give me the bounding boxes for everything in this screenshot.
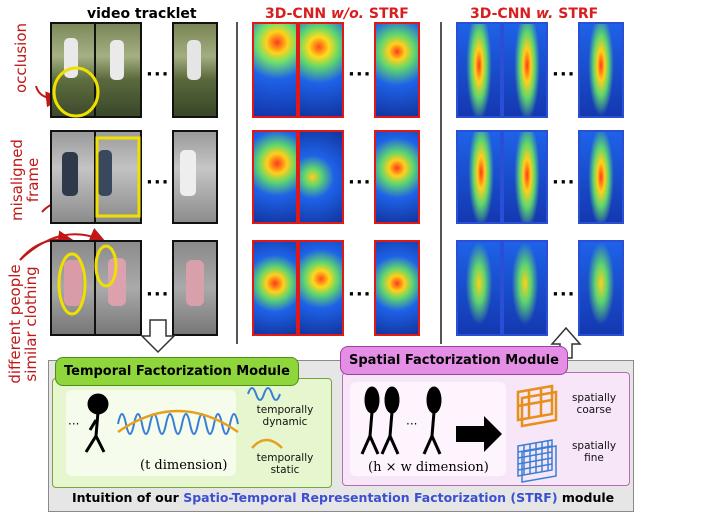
header-3dcnn-with-strf: 3D-CNN w. STRF — [470, 6, 598, 22]
footer-highlight: Spatio-Temporal Representation Factoriza… — [183, 490, 558, 505]
heatmap-wo-row3-3 — [374, 240, 420, 336]
heatmap-w-row1-2 — [502, 22, 548, 118]
stick-figure-icon — [84, 393, 109, 453]
ellipsis-row1-wo: ··· — [348, 64, 372, 85]
video-frame-row2-2 — [94, 130, 142, 224]
heatmap-w-row2-3 — [578, 130, 624, 224]
legend-dynamic-label: temporally dynamic — [250, 404, 320, 428]
video-frame-row2-1 — [50, 130, 96, 224]
footer-suffix: module — [557, 490, 615, 505]
ellipsis-row2-wo: ··· — [348, 172, 372, 193]
spatially-fine-label: spatially fine — [566, 440, 622, 464]
footer-prefix: Intuition of our — [72, 490, 184, 505]
legend-static-line2: static — [270, 464, 300, 476]
heatmap-wo-row3-2 — [298, 240, 344, 336]
ellipsis-row3-wo: ··· — [348, 284, 372, 305]
ellipsis-row1-w: ··· — [552, 64, 576, 85]
temporal-dots: ··· — [68, 417, 80, 431]
legend-dynamic-line1: temporally — [256, 404, 314, 416]
clothing-ellipse-1 — [57, 252, 87, 316]
spatial-dots: ··· — [406, 417, 418, 431]
occlusion-ellipse — [52, 66, 100, 118]
header-w-suffix: STRF — [553, 6, 599, 22]
heatmap-wo-row3-1 — [252, 240, 298, 336]
legend-static-curve-icon — [251, 438, 283, 449]
heatmap-w-row3-1 — [456, 240, 502, 336]
up-arrow-spatial — [550, 326, 582, 359]
spatially-coarse-label: spatially coarse — [566, 392, 622, 416]
header-3dcnn-without-strf: 3D-CNN w/o. STRF — [265, 6, 409, 22]
video-frame-row3-3 — [172, 240, 218, 336]
ellipsis-row3-video: ··· — [146, 284, 170, 305]
heatmap-wo-row1-1 — [252, 22, 298, 118]
coarse-grid-icon — [516, 384, 558, 428]
fine-line1: spatially — [571, 440, 617, 452]
static-curve — [117, 409, 239, 434]
header-wo-prefix: 3D-CNN — [265, 6, 332, 22]
heatmap-w-row1-1 — [456, 22, 502, 118]
legend-static-label: temporally static — [250, 452, 320, 476]
legend-static-line1: temporally — [256, 452, 314, 464]
separator-right — [440, 22, 442, 344]
heatmap-wo-row1-3 — [374, 22, 420, 118]
different-arrow-2 — [19, 227, 106, 261]
heatmap-w-row2-2 — [502, 130, 548, 224]
ellipsis-row2-video: ··· — [146, 172, 170, 193]
heatmap-w-row3-3 — [578, 240, 624, 336]
header-w-italic: w. — [536, 6, 554, 22]
coarse-line2: coarse — [576, 404, 612, 416]
heatmap-wo-row2-2 — [298, 130, 344, 224]
stick-figure-icon-3 — [422, 386, 442, 455]
ellipsis-row2-w: ··· — [552, 172, 576, 193]
misaligned-rect — [95, 136, 141, 218]
ellipsis-row1-video: ··· — [146, 64, 170, 85]
legend-dynamic-line2: dynamic — [262, 416, 308, 428]
heatmap-wo-row2-1 — [252, 130, 298, 224]
temporal-dim-label: (t dimension) — [140, 458, 228, 473]
clothing-ellipse-2 — [94, 244, 118, 288]
right-arrow-icon — [456, 416, 502, 452]
separator-left — [236, 22, 238, 344]
fine-grid-icon — [517, 439, 557, 483]
fine-line2: fine — [584, 452, 604, 464]
video-frame-row2-3 — [172, 130, 218, 224]
spatial-dim-label: (h × w dimension) — [368, 460, 489, 475]
spatial-module-title: Spatial Factorization Module — [340, 346, 568, 375]
down-arrow-temporal — [140, 319, 176, 354]
video-frame-row3-2 — [94, 240, 142, 336]
header-wo-italic: w/o. — [331, 6, 364, 22]
heatmap-wo-row1-2 — [298, 22, 344, 118]
heatmap-w-row2-1 — [456, 130, 502, 224]
heatmap-w-row1-3 — [578, 22, 624, 118]
video-frame-row1-3 — [172, 22, 218, 118]
temporal-module-title: Temporal Factorization Module — [55, 357, 299, 386]
stick-figure-icon-1 — [360, 386, 380, 455]
dynamic-wave — [117, 413, 239, 435]
heatmap-w-row3-2 — [502, 240, 548, 336]
ellipsis-row3-w: ··· — [552, 284, 576, 305]
header-video-tracklet: video tracklet — [87, 6, 197, 22]
stick-figure-icon-2 — [380, 386, 400, 455]
legend-dynamic-wave-icon — [247, 387, 281, 401]
video-frame-row1-2 — [94, 22, 142, 118]
header-w-prefix: 3D-CNN — [470, 6, 537, 22]
header-wo-suffix: STRF — [364, 6, 409, 22]
footer-caption: Intuition of our Spatio-Temporal Represe… — [72, 490, 614, 505]
coarse-line1: spatially — [571, 392, 617, 404]
heatmap-wo-row2-3 — [374, 130, 420, 224]
